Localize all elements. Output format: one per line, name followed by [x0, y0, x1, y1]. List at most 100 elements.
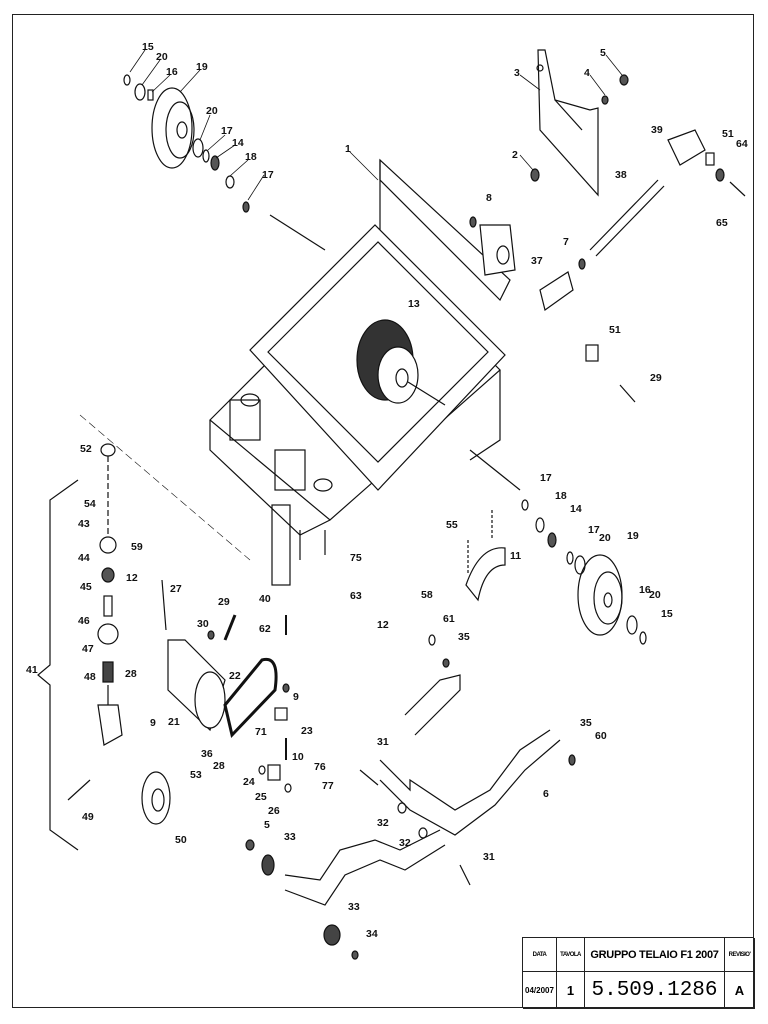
part-label: 5 — [264, 819, 270, 831]
part-label: 9 — [150, 717, 156, 729]
part-label: 32 — [399, 837, 411, 849]
part-label: 17 — [540, 472, 552, 484]
part-label: 40 — [259, 593, 271, 605]
part-label: 25 — [255, 791, 267, 803]
part-label: 45 — [80, 581, 92, 593]
part-label: 4 — [584, 67, 590, 79]
part-label: 36 — [201, 748, 213, 760]
part-label: 44 — [78, 552, 90, 564]
part-label: 37 — [531, 255, 543, 267]
part-label: 61 — [443, 613, 455, 625]
part-label: 41 — [26, 664, 38, 676]
wheel-right — [521, 499, 647, 645]
part-label: 15 — [661, 608, 673, 620]
part-label: 1 — [345, 143, 351, 155]
bracket — [530, 49, 629, 197]
part-label: 13 — [408, 298, 420, 310]
part-label: 22 — [229, 670, 241, 682]
sheet-number: 1 — [557, 972, 585, 1009]
part-label: 17 — [221, 125, 233, 137]
part-label: 15 — [142, 41, 154, 53]
leader-lines — [129, 49, 623, 201]
part-label: 7 — [563, 236, 569, 248]
part-label: 18 — [555, 490, 567, 502]
part-label: 75 — [350, 552, 362, 564]
part-label: 51 — [722, 128, 734, 140]
part-label: 29 — [218, 596, 230, 608]
part-label: 38 — [615, 169, 627, 181]
part-label: 9 — [293, 691, 299, 703]
part-label: 33 — [348, 901, 360, 913]
part-label: 12 — [377, 619, 389, 631]
part-label: 28 — [125, 668, 137, 680]
part-label: 14 — [232, 137, 244, 149]
part-label: 6 — [543, 788, 549, 800]
part-label: 18 — [245, 151, 257, 163]
part-label: 63 — [350, 590, 362, 602]
revision-header: REVISIO' — [725, 938, 755, 972]
part-label: 19 — [196, 61, 208, 73]
part-label: 29 — [650, 372, 662, 384]
part-label: 51 — [609, 324, 621, 336]
part-label: 47 — [82, 643, 94, 655]
caster-assembly — [37, 414, 251, 851]
part-label: 27 — [170, 583, 182, 595]
part-label: 20 — [206, 105, 218, 117]
part-label: 77 — [322, 780, 334, 792]
part-label: 35 — [458, 631, 470, 643]
part-labels: 15 20 16 19 20 17 14 18 17 1 2 3 4 5 8 7… — [26, 41, 748, 940]
part-label: 21 — [168, 716, 180, 728]
part-label: 59 — [131, 541, 143, 553]
part-label: 53 — [190, 769, 202, 781]
part-label: 16 — [166, 66, 178, 78]
part-label: 46 — [78, 615, 90, 627]
part-label: 14 — [570, 503, 582, 515]
part-label: 2 — [512, 149, 518, 161]
part-label: 24 — [243, 776, 255, 788]
part-label: 60 — [595, 730, 607, 742]
threaded-rod — [469, 129, 746, 403]
part-label: 30 — [197, 618, 209, 630]
part-label: 17 — [588, 524, 600, 536]
title-block: DATA TAVOLA GRUPPO TELAIO F1 2007 REVISI… — [522, 937, 755, 1009]
revision-letter: A — [725, 972, 755, 1009]
drawing-title: GRUPPO TELAIO F1 2007 — [585, 938, 725, 972]
part-label: 3 — [514, 67, 520, 79]
drawing-border — [12, 14, 754, 1008]
part-label: 54 — [84, 498, 96, 510]
part-label: 23 — [301, 725, 313, 737]
part-label: 11 — [510, 550, 521, 562]
part-label: 31 — [377, 736, 389, 748]
part-label: 20 — [599, 532, 611, 544]
part-label: 10 — [292, 751, 304, 763]
part-label: 64 — [736, 138, 748, 150]
part-label: 71 — [255, 726, 267, 738]
part-label: 20 — [649, 589, 661, 601]
part-label: 48 — [84, 671, 96, 683]
part-label: 49 — [82, 811, 94, 823]
part-label: 35 — [580, 717, 592, 729]
bearing-support — [465, 510, 506, 602]
part-label: 39 — [651, 124, 663, 136]
part-label: 65 — [716, 217, 728, 229]
part-label: 20 — [156, 51, 168, 63]
motor-belt — [161, 579, 292, 876]
part-label: 8 — [486, 192, 492, 204]
part-label: 16 — [639, 584, 651, 596]
part-label: 19 — [627, 530, 639, 542]
part-label: 52 — [80, 443, 92, 455]
part-label: 76 — [314, 761, 326, 773]
part-label: 26 — [268, 805, 280, 817]
part-label: 17 — [262, 169, 274, 181]
part-label: 31 — [483, 851, 495, 863]
part-label: 33 — [284, 831, 296, 843]
drawing-date: 04/2007 — [523, 972, 557, 1009]
part-label: 43 — [78, 518, 90, 530]
part-label: 34 — [366, 928, 378, 940]
part-label: 12 — [126, 572, 138, 584]
part-label: 32 — [377, 817, 389, 829]
date-header: DATA — [523, 938, 557, 972]
part-label: 58 — [421, 589, 433, 601]
